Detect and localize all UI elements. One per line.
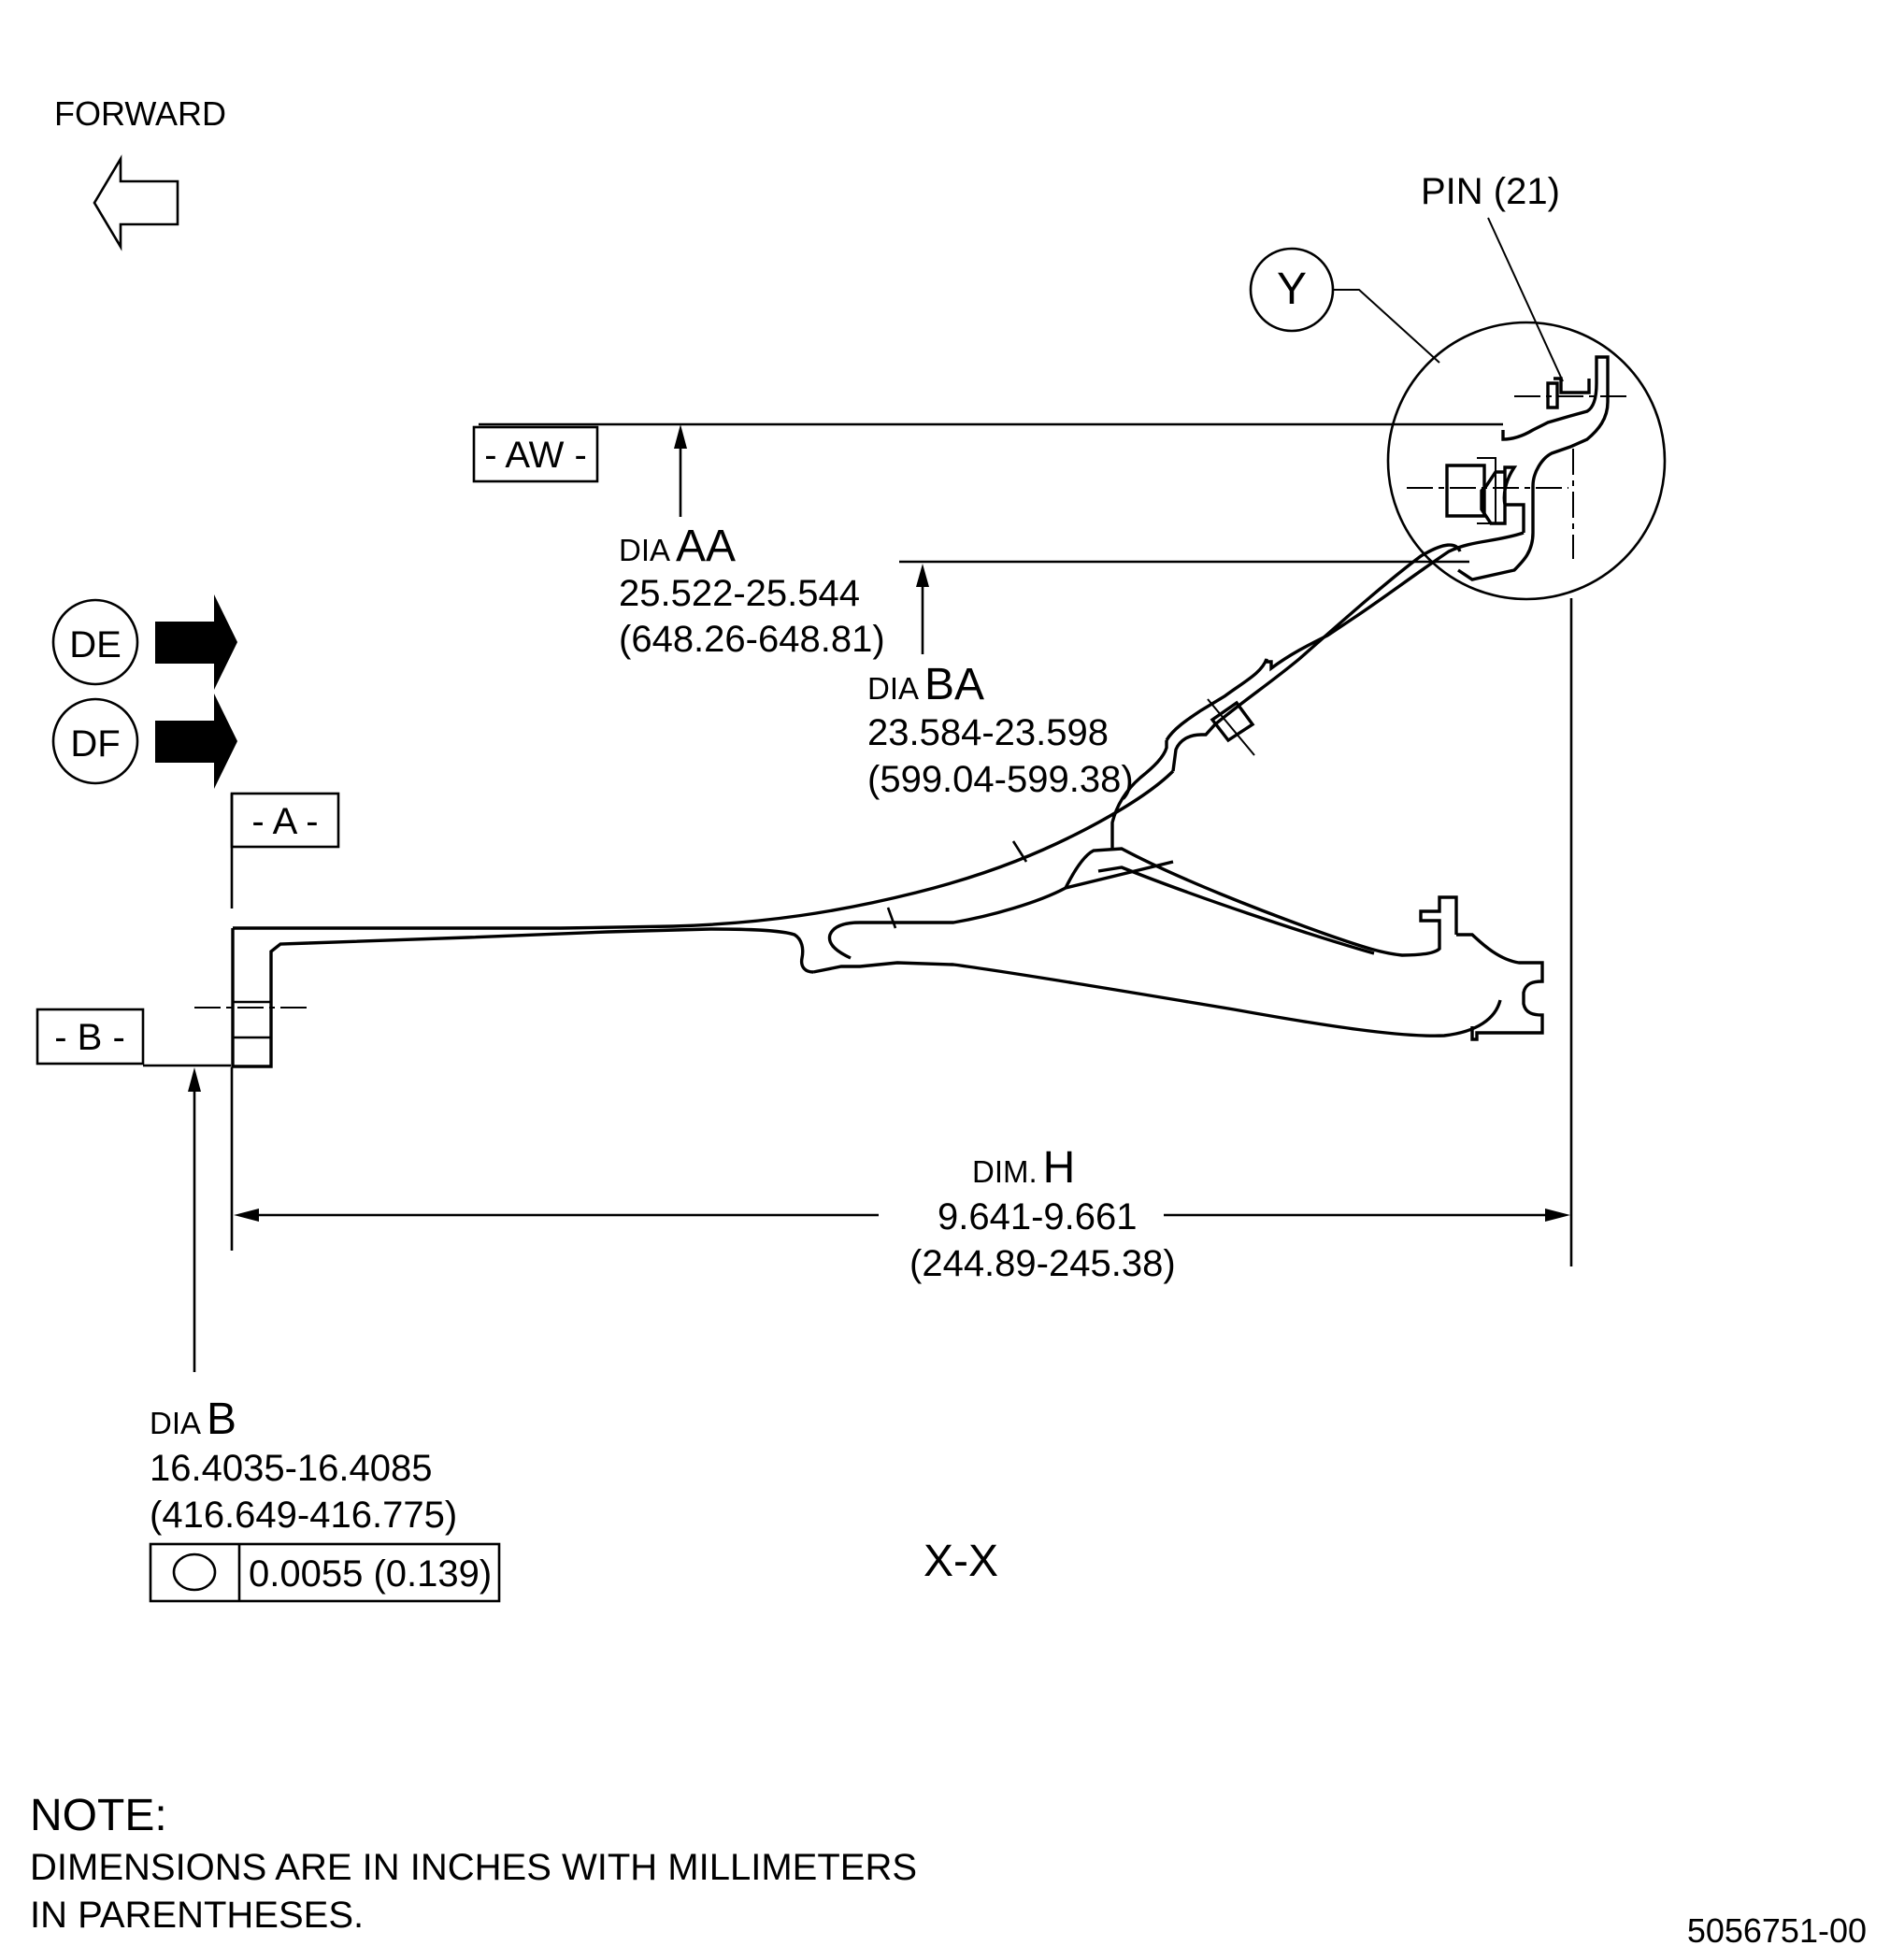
svg-text:(648.26-648.81): (648.26-648.81) (619, 619, 885, 660)
note-title: NOTE: (30, 1791, 167, 1840)
dim-h-text: DIM.H 9.641-9.661 (244.89-245.38) (909, 1143, 1176, 1284)
aa-arrowhead (674, 424, 687, 449)
dim-h-arrowhead-left (234, 1209, 259, 1222)
note-block: NOTE: DIMENSIONS ARE IN INCHES WITH MILL… (30, 1791, 917, 1936)
svg-text:(244.89-245.38): (244.89-245.38) (909, 1243, 1176, 1284)
tolerance-value: 0.0055 (0.139) (249, 1553, 492, 1595)
centerlines (194, 395, 1626, 1009)
view-df-arrow-icon (155, 694, 237, 789)
pin-callout-label: PIN (21) (1421, 171, 1560, 212)
note-line-1: DIMENSIONS ARE IN INCHES WITH MILLIMETER… (30, 1847, 917, 1888)
figure-number: 5056751-00 (1687, 1911, 1867, 1950)
note-line-2: IN PARENTHESES. (30, 1895, 364, 1936)
view-de-label: DE (69, 624, 122, 665)
svg-text:(599.04-599.38): (599.04-599.38) (867, 759, 1134, 800)
datum-a-label: - A - (251, 801, 318, 842)
forward-label: FORWARD (54, 94, 226, 133)
pin-leader (1487, 217, 1564, 382)
forward-arrow-icon (93, 154, 179, 251)
part-cross-section (231, 355, 1610, 1068)
dim-h-arrowhead-right (1545, 1209, 1570, 1222)
detail-y-bubble: Y (1249, 247, 1335, 333)
section-label: X-X (924, 1537, 998, 1586)
datum-b-frame: - B - (36, 1008, 145, 1066)
view-df-callout: DF (51, 694, 237, 789)
svg-text:9.641-9.661: 9.641-9.661 (938, 1196, 1138, 1238)
detail-y-leader (1333, 289, 1440, 364)
circularity-icon (172, 1552, 217, 1592)
datum-aw-label: - AW - (484, 435, 587, 476)
svg-text:(416.649-416.775): (416.649-416.775) (150, 1495, 457, 1536)
datum-b-label: - B - (54, 1017, 125, 1058)
view-de-callout: DE (51, 594, 237, 690)
detail-y-circle (1386, 321, 1667, 601)
dim-b-arrowhead (188, 1067, 201, 1092)
ba-arrowhead (916, 564, 929, 587)
svg-text:25.522-25.544: 25.522-25.544 (619, 573, 860, 614)
view-df-label: DF (70, 723, 120, 765)
detail-y-label: Y (1277, 265, 1307, 314)
view-de-arrow-icon (155, 594, 237, 690)
datum-aw-frame: - AW - (472, 425, 599, 483)
svg-text:23.584-23.598: 23.584-23.598 (867, 712, 1109, 753)
datum-a-frame: - A - (230, 792, 340, 849)
svg-text:16.4035-16.4085: 16.4035-16.4085 (150, 1448, 433, 1489)
svg-text:DIM.H: DIM.H (972, 1143, 1075, 1193)
tolerance-frame: 0.0055 (0.139) (149, 1542, 501, 1603)
